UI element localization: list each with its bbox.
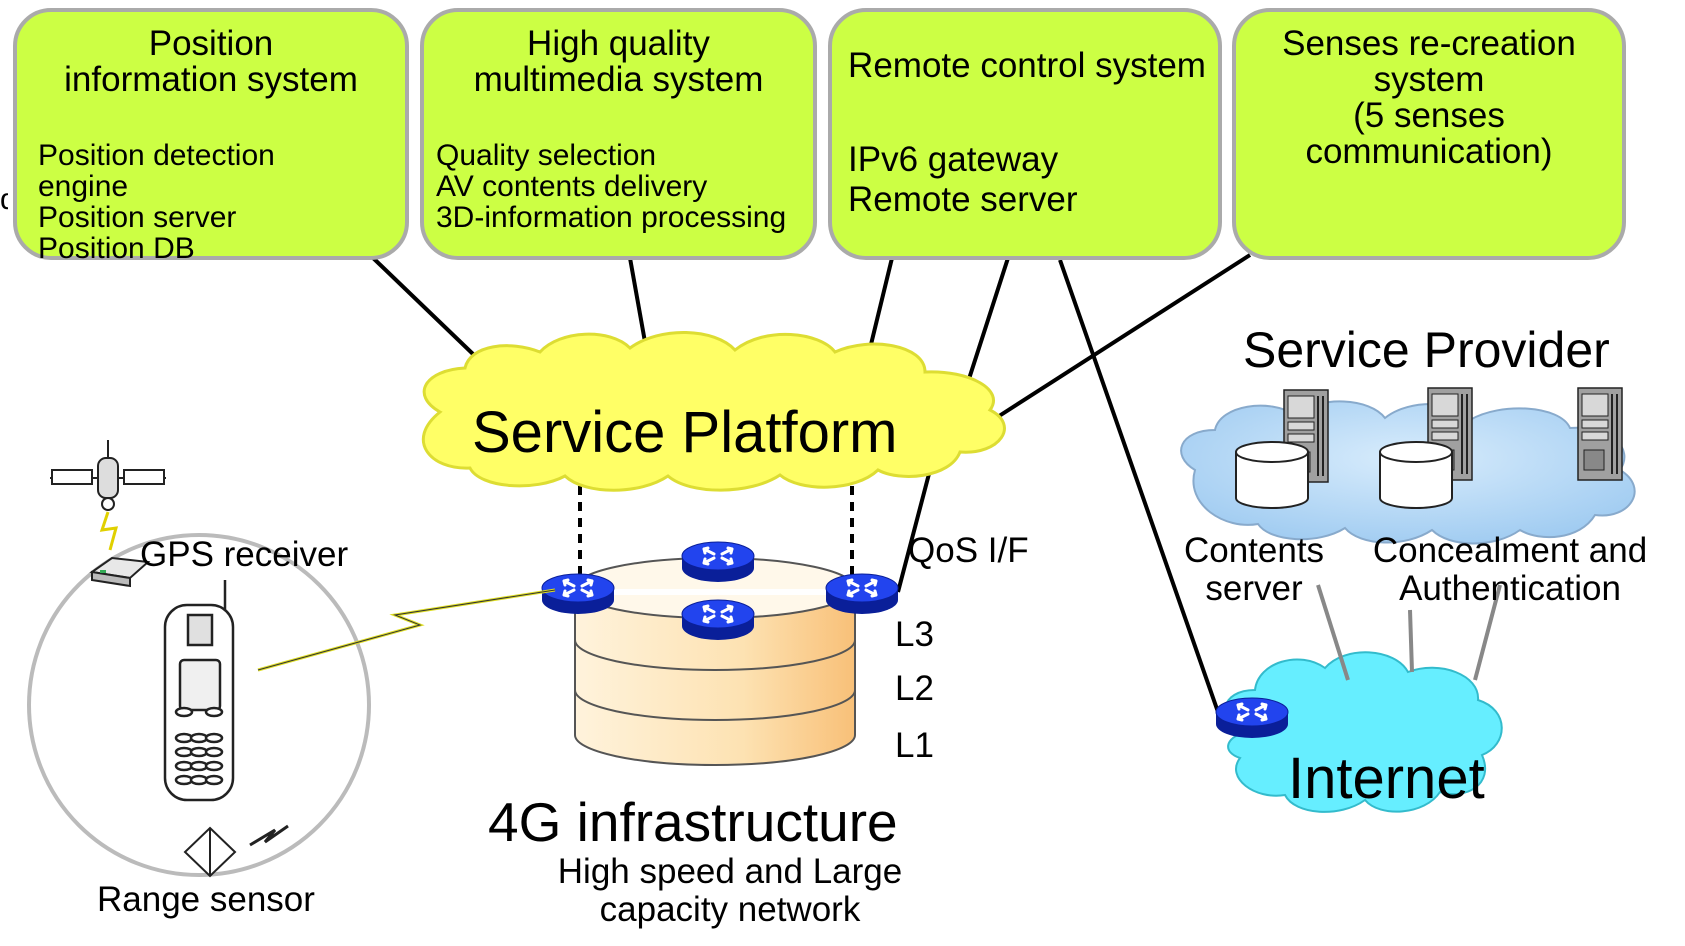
router-icon (1214, 696, 1290, 740)
link-auth-internet (1408, 609, 1414, 673)
remote-control-system-title: Remote control system (848, 46, 1206, 85)
concealment-label: Concealment and Authentication (1372, 531, 1648, 608)
range-sensor-label: Range sensor (97, 880, 315, 919)
satellite-icon (50, 440, 166, 511)
position-item: engine (38, 170, 129, 203)
link-contents-internet (1316, 584, 1350, 681)
layer-l1: L1 (895, 726, 934, 765)
multimedia-system-items: Quality selection AV contents delivery 3… (436, 140, 786, 233)
provider-internet-links (1316, 584, 1502, 681)
infrastructure-subtitle: High speed and Large capacity network (557, 852, 903, 929)
position-system-box (13, 8, 409, 260)
multimedia-system-box (420, 8, 817, 260)
multimedia-item: 3D-information processing (436, 201, 787, 234)
qos-label: QoS I/F (908, 531, 1029, 570)
contents-server-label: Contents server (1183, 531, 1325, 608)
internet-cloud (1224, 651, 1503, 813)
gps-receiver-label: GPS receiver (140, 535, 349, 574)
position-item: Position DB (38, 232, 195, 265)
layer-l2: L2 (895, 669, 934, 708)
layer-l3: L3 (895, 615, 934, 654)
multimedia-item: AV contents delivery (436, 170, 708, 203)
senses-system-box (1232, 8, 1626, 260)
link-remote-platform-2 (966, 257, 1010, 383)
remote-item: Remote server (848, 180, 1078, 219)
service-provider-title: Service Provider (1243, 322, 1610, 378)
router-icon (540, 572, 616, 616)
senses-system-title: Senses re-creation system (5 senses comm… (1282, 24, 1576, 171)
position-system-items: Position detection engine Position serve… (38, 140, 275, 264)
service-platform-cloud (421, 331, 1006, 492)
system-boxes (13, 8, 1626, 260)
link-auth-internet-2 (1473, 584, 1502, 681)
infrastructure-cylinder (574, 557, 856, 766)
servers (1235, 387, 1623, 509)
position-item: Position server (38, 201, 237, 234)
service-platform-label: Service Platform (472, 400, 898, 465)
position-item: Position detection (38, 139, 275, 172)
dotted-links (578, 486, 854, 582)
database-icon (1379, 441, 1453, 509)
router-icon (824, 572, 900, 616)
server-icon (1577, 387, 1623, 481)
internet-label: Internet (1288, 746, 1485, 811)
remote-control-system-box (828, 8, 1222, 260)
multimedia-item: Quality selection (436, 139, 657, 172)
gps-receiver-icon (89, 556, 151, 588)
infrastructure-title: 4G infrastructure (488, 791, 898, 853)
left-edge-fragment: d (0, 185, 8, 215)
router-icon (680, 540, 756, 584)
gps-signal-icon (99, 511, 119, 551)
link-qos (896, 469, 932, 593)
mobile-phone-icon (163, 580, 235, 802)
multimedia-system-title: High quality multimedia system (473, 24, 764, 99)
remote-control-items: IPv6 gateway Remote server (848, 140, 1078, 220)
database-icon (1235, 441, 1309, 509)
range-sensor-icon (183, 824, 289, 878)
position-system-title: Position information system (64, 24, 358, 99)
router-icon (680, 598, 756, 642)
remote-item: IPv6 gateway (848, 140, 1059, 179)
link-senses-platform (994, 253, 1252, 420)
link-remote-internet (1058, 259, 1220, 713)
wireless-signal-outline (257, 589, 556, 671)
